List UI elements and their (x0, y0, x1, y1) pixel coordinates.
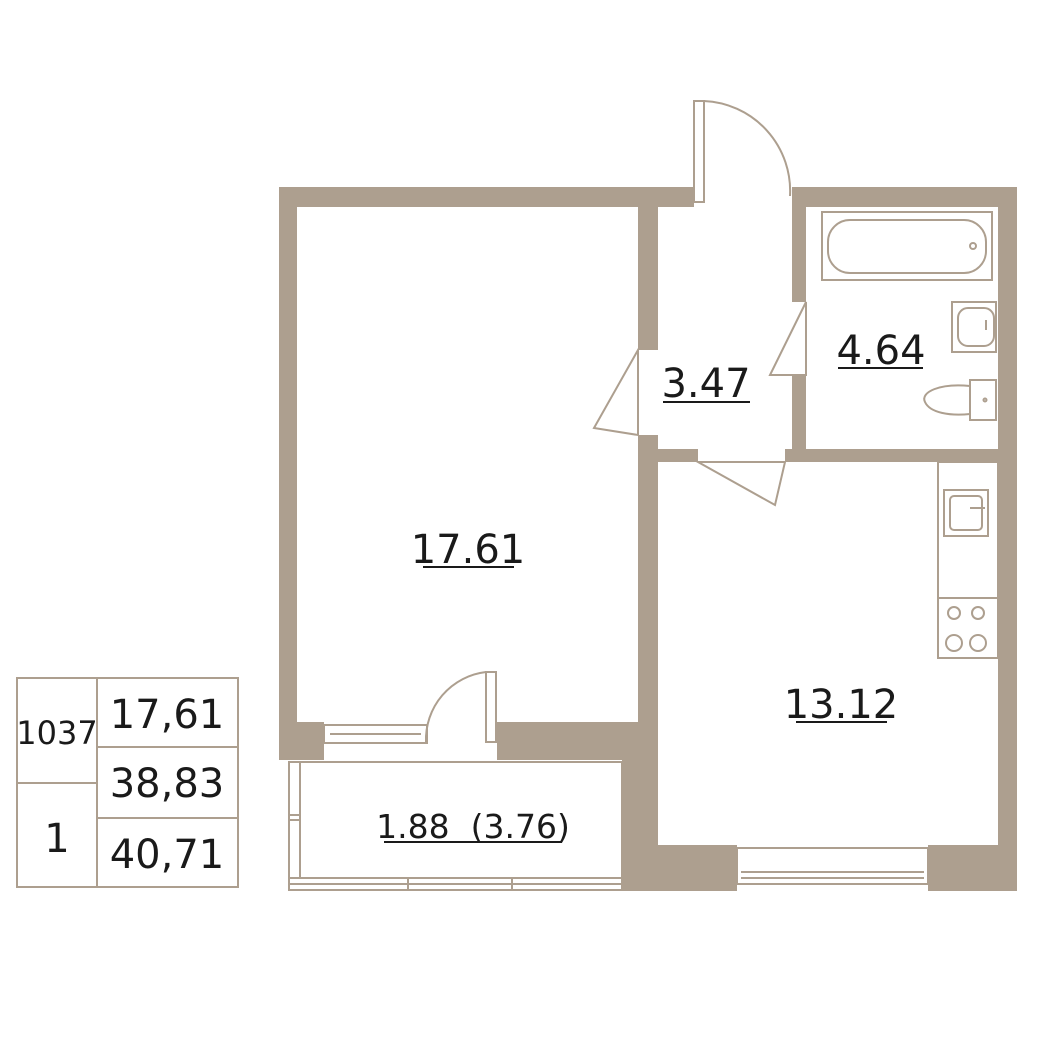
wall-top-right (792, 187, 1017, 207)
kitchen-counter (937, 461, 999, 659)
wall-hall-kitchen-stub (658, 449, 698, 462)
kitchen-door-leaf (694, 461, 787, 507)
doors (424, 100, 807, 743)
stove-burner-icon (947, 606, 961, 620)
toilet-icon (969, 379, 997, 421)
living-room-area: 17.61 (411, 527, 526, 573)
total-area-value: 40,71 (110, 832, 225, 878)
wall-kitchen-bottom-left (622, 845, 737, 891)
balcony-door-leaf (485, 671, 497, 743)
wall-right (998, 187, 1017, 891)
summary-table: 1037 1 17,61 38,83 40,71 (16, 677, 239, 888)
room-labels: 17.61 3.47 4.64 13.12 1.88 (3.76) (376, 328, 925, 846)
sink-icon (951, 301, 997, 353)
wall-living-hall-lower (638, 435, 658, 735)
wall-living-bottom-left (279, 722, 324, 760)
entrance-door-swing (703, 100, 792, 197)
wall-kitchen-bottom-right (928, 845, 1017, 891)
wall-bath-kitchen (785, 449, 1000, 462)
window-kitchen (736, 847, 929, 885)
kitchen-fixtures (937, 461, 999, 659)
bath-door-leaf (768, 301, 807, 376)
balcony (288, 761, 623, 891)
bathtub-icon (821, 211, 993, 281)
wall-hall-bath-lower (792, 375, 806, 460)
apartment-number: 1037 (16, 714, 97, 752)
bathroom-area: 4.64 (836, 328, 925, 374)
wall-top-left (279, 187, 694, 207)
walls (279, 187, 1017, 891)
kitchen-area: 13.12 (784, 682, 899, 728)
kitchen-sink-icon (943, 489, 989, 537)
wall-living-hall-upper (638, 187, 658, 350)
living-area-value: 17,61 (110, 692, 225, 738)
bath-fixtures (821, 211, 997, 421)
wall-hall-bath-upper (792, 187, 806, 302)
wall-left (279, 187, 297, 760)
room-count: 1 (44, 816, 69, 862)
windows (323, 724, 929, 885)
hallway-area: 3.47 (661, 361, 750, 407)
entrance-door-leaf (693, 100, 705, 203)
balcony-area: 1.88 (3.76) (376, 807, 570, 846)
area-without-balcony-value: 38,83 (110, 761, 225, 807)
living-door-leaf (592, 346, 639, 437)
balcony-door-swing (424, 671, 487, 743)
